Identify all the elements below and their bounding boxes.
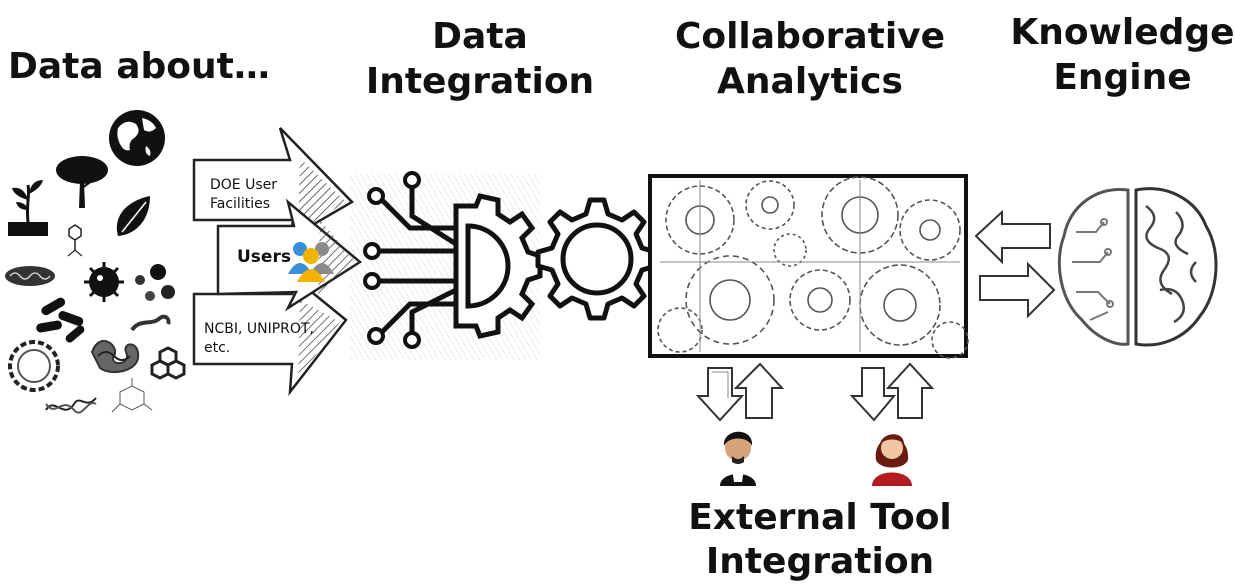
dna-icon: [8, 340, 97, 414]
source-label-doe: DOE User Facilities: [210, 177, 278, 212]
gears-machinery-icon: [648, 174, 969, 359]
male-user-icon: [720, 431, 756, 486]
circuit-icon: [350, 171, 543, 360]
heading-collaborative-analytics: Collaborative Analytics: [674, 16, 946, 102]
protein-icon: [90, 339, 140, 374]
brain-icon: [1057, 187, 1218, 347]
female-user-icon: [872, 434, 912, 486]
spores-icon: [135, 264, 175, 301]
phage-icon: [67, 224, 83, 257]
heading-data-integration: Data Integration: [365, 16, 595, 102]
source-label-ncbi: NCBI, UNIPROT, etc.: [204, 321, 314, 356]
heading-knowledge-engine: Knowledge Engine: [1010, 12, 1235, 98]
users-group-icon: [288, 242, 334, 282]
leaf-icon: [116, 196, 150, 236]
molecule-icon: [150, 346, 186, 380]
globe-icon: [109, 110, 165, 166]
microbe-icon: [5, 266, 55, 286]
bacteria-icon: [36, 297, 85, 343]
heading-data-about: Data about…: [8, 46, 270, 87]
heading-external-tool-integration: External Tool Integration: [688, 497, 952, 582]
source-label-users: Users: [237, 247, 291, 267]
virus-icon: [84, 262, 124, 302]
source-arrow-ncbi: [192, 273, 348, 397]
gear-icon: [535, 197, 659, 321]
plant-sprout-icon: [8, 180, 48, 236]
source-arrow-doe: [192, 127, 355, 241]
tree-icon: [56, 156, 108, 208]
tool-arrows-left: [695, 362, 785, 422]
worm-icon: [130, 314, 171, 332]
bidirectional-arrows-icon: [974, 209, 1056, 319]
chemical-structure-icon: [111, 378, 153, 413]
tool-arrows-right: [849, 362, 935, 422]
